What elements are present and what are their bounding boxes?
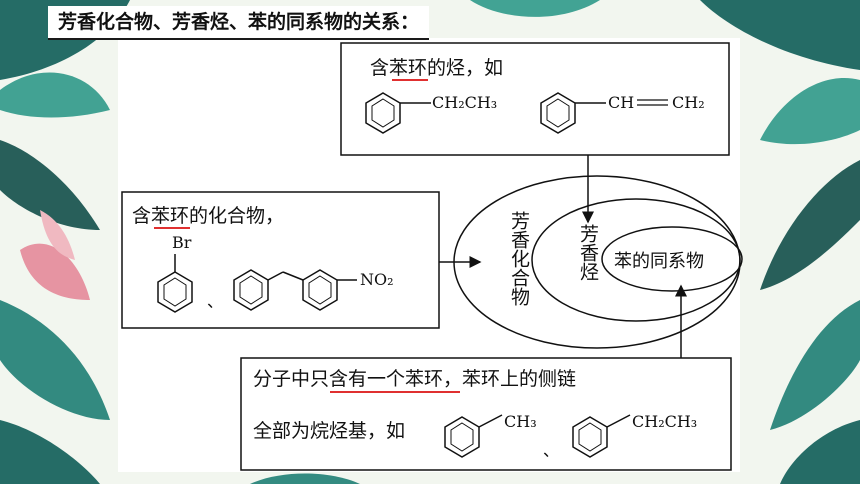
aromatic-hydrocarbon-ellipse [531, 198, 741, 322]
compound-box-text: 含苯环的化合物， [132, 205, 284, 227]
page-title: 芳香化合物、芳香烃、苯的同系物的关系： [48, 6, 430, 40]
homolog-box-line2: 全部为烷烃基，如 [253, 420, 405, 442]
homolog-box-line1: 分子中只含有一个苯环，苯环上的侧链 [253, 368, 576, 390]
homolog-box [240, 357, 732, 471]
benzene-ring-icon [282, 269, 357, 311]
benzene-ring-icon [540, 92, 606, 134]
nitro-substituent: NO₂ [360, 270, 394, 289]
label-aromatic-hydrocarbon: 芳香烃 [577, 224, 599, 281]
homolog-separator: 、 [543, 441, 559, 460]
benzene-ring-icon [365, 92, 431, 134]
compound-separator: 、 [207, 292, 223, 311]
benzene-ring-icon [444, 414, 503, 458]
ethylbenzene-formula-2: CH₂CH₃ [632, 412, 697, 431]
hydrocarbon-box [340, 42, 730, 156]
ethylbenzene-formula: CH₂CH₃ [432, 93, 497, 112]
benzene-homolog-ellipse [601, 226, 743, 292]
styrene-formula-right: CH₂ [672, 93, 705, 112]
label-aromatic-compound: 芳香化合物 [508, 211, 530, 306]
bromo-substituent: Br [172, 233, 192, 252]
benzene-ring-icon [572, 414, 631, 458]
hydrocarbon-box-text: 含苯环的烃，如 [370, 57, 503, 79]
styrene-formula-left: CH [608, 93, 634, 112]
label-benzene-homolog: 苯的同系物 [614, 251, 704, 272]
benzene-ring-icon [157, 254, 193, 313]
benzene-ring-icon [233, 269, 284, 311]
toluene-formula: CH₃ [504, 412, 537, 431]
